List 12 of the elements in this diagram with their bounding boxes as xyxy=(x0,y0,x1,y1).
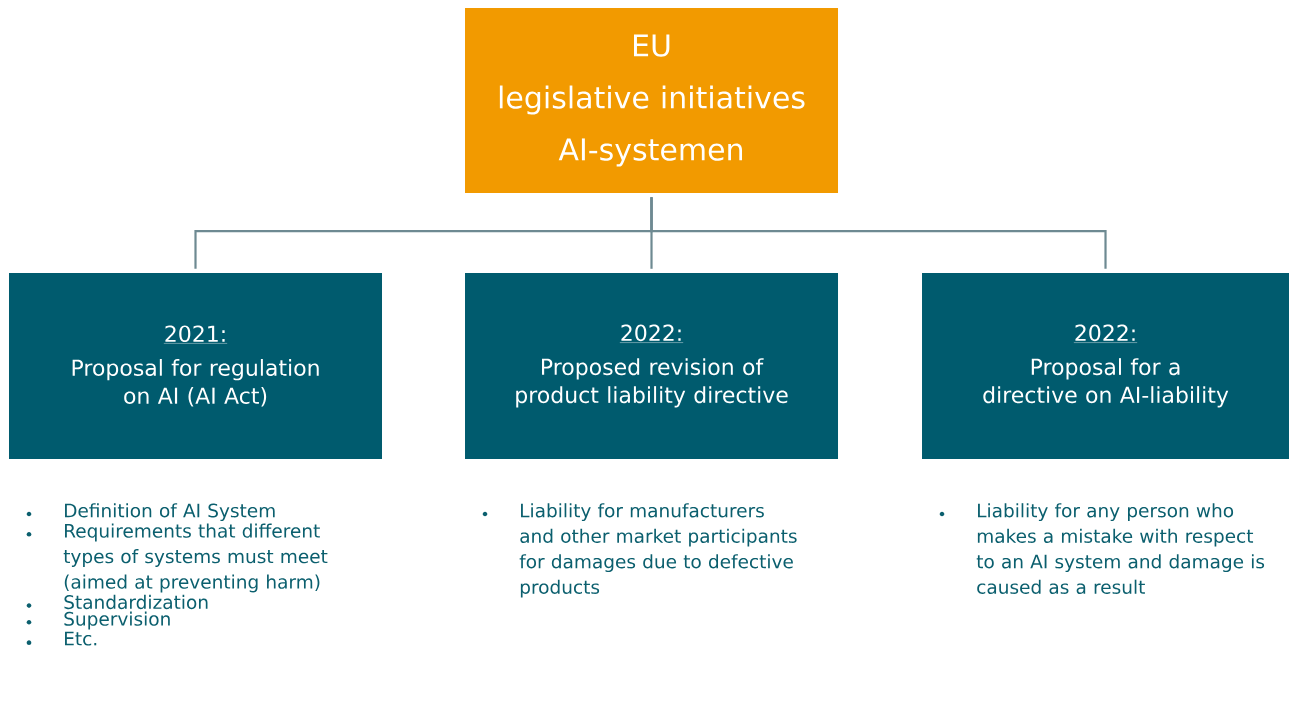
bullet-item: Definition of AI System xyxy=(26,503,275,522)
category-box: 2021: Proposal for regulation on AI (AI Act) xyxy=(9,273,382,459)
bullet-item: Etc. xyxy=(26,631,97,646)
category-box: 2022: Proposal for a directive on AI-liability xyxy=(922,273,1289,459)
bullet-item: Supervision xyxy=(26,611,170,630)
connector-line xyxy=(650,197,1107,269)
bullet-item: Standardization xyxy=(26,594,208,610)
bullet-item: Requirements that different types of systems must meet (aimed at preventing harm) xyxy=(26,523,328,593)
category-box: 2022: Proposed revision of product liability directive xyxy=(465,273,838,459)
heading-box: EU legislative initiatives AI-systemen xyxy=(465,8,838,193)
bullet-item: Liability for manufacturers and other market participants for damages due to defective products xyxy=(482,503,797,598)
bullet-item: Liability for any person who makes a mistake with respect to an AI system and damage is caused as a result xyxy=(939,503,1265,594)
